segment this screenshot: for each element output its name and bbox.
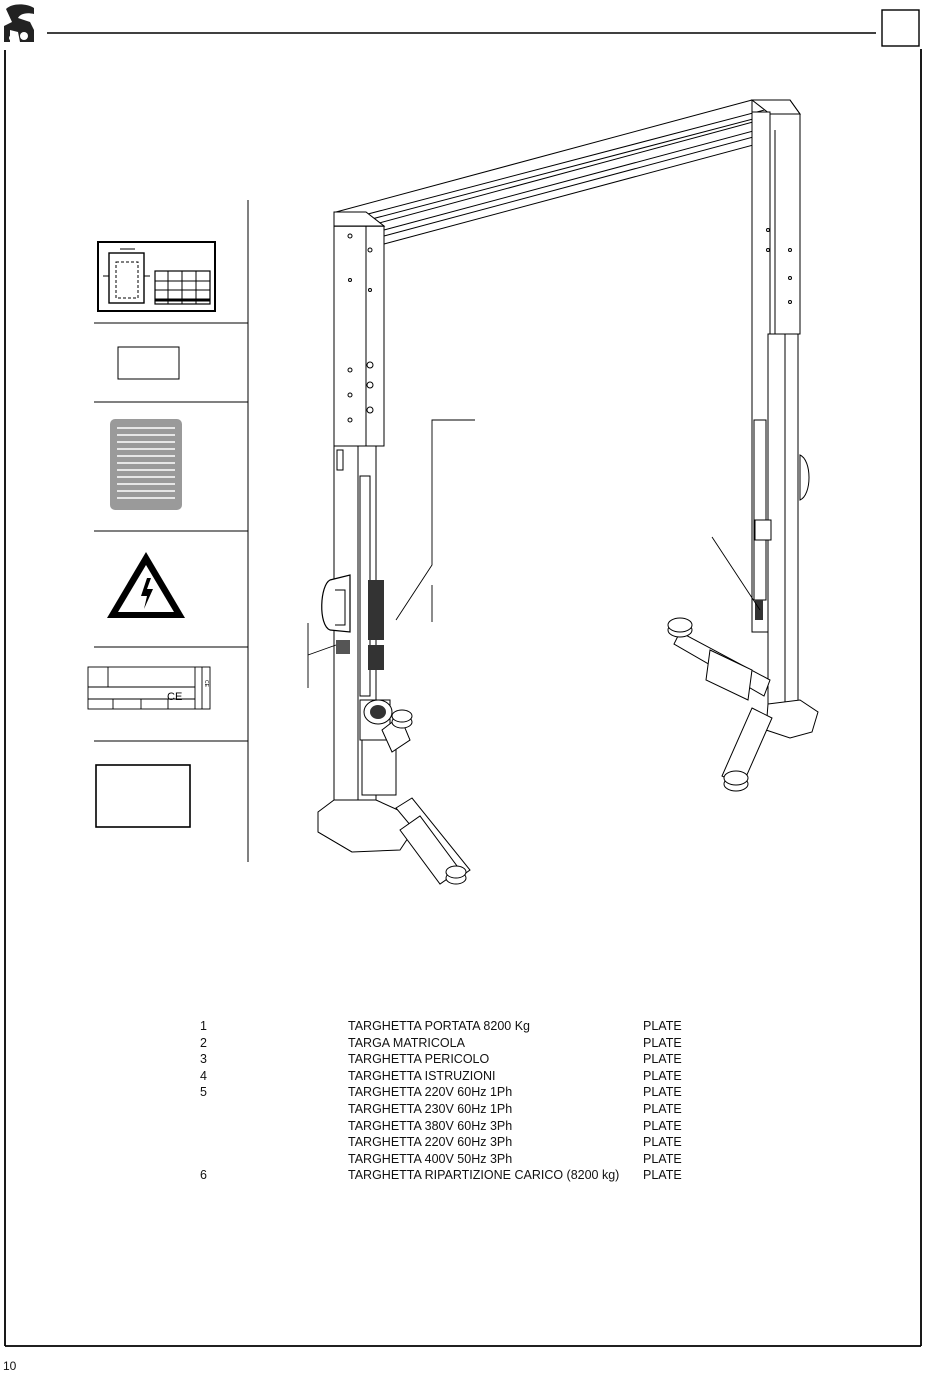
serial-plate-decal (117, 346, 180, 380)
electric-hazard-icon (107, 552, 185, 618)
svg-text:CE: CE (167, 691, 182, 703)
part-description: TARGHETTA 220V 60Hz 1Ph (348, 1085, 513, 1100)
legend-row: 5 TARGHETTA 220V 60Hz 1Ph PLATE (0, 1084, 950, 1101)
page-number: 10 (3, 1359, 17, 1373)
part-description: TARGHETTA PERICOLO (348, 1052, 490, 1067)
part-code: PLATE (643, 1068, 682, 1083)
legend-row: 2 TARGA MATRICOLA PLATE (0, 1035, 950, 1052)
part-number: 3 (200, 1052, 207, 1067)
two-post-lift-illustration (307, 99, 819, 885)
part-code: PLATE (643, 1052, 682, 1067)
part-number: 1 (200, 1019, 207, 1033)
part-description: TARGA MATRICOLA (348, 1035, 465, 1050)
part-code: PLATE (643, 1019, 682, 1033)
legend-row: 1 TARGHETTA PORTATA 8200 Kg PLATE (0, 1018, 950, 1035)
voltage-plate-decal (87, 666, 211, 710)
page-frame (4, 9, 922, 1347)
ce-mark: CE CE (167, 680, 209, 703)
part-code: PLATE (643, 1118, 682, 1133)
part-description: TARGHETTA ISTRUZIONI (348, 1068, 496, 1083)
part-description: TARGHETTA RIPARTIZIONE CARICO (8200 kg) (348, 1168, 620, 1183)
svg-text:CE: CE (203, 680, 209, 688)
part-description: TARGHETTA PORTATA 8200 Kg (348, 1019, 531, 1033)
crossbeam (335, 99, 791, 245)
part-number: 4 (200, 1068, 207, 1083)
legend-row: TARGHETTA 400V 50Hz 3Ph PLATE (0, 1151, 950, 1168)
part-code: PLATE (643, 1085, 682, 1100)
part-code: PLATE (643, 1101, 682, 1116)
capacity-plate-decal (97, 241, 216, 312)
part-code: PLATE (643, 1135, 682, 1150)
part-code: PLATE (643, 1151, 682, 1166)
part-description: TARGHETTA 380V 60Hz 3Ph (348, 1118, 513, 1133)
part-description: TARGHETTA 220V 60Hz 3Ph (348, 1135, 513, 1150)
legend-row: 6 TARGHETTA RIPARTIZIONE CARICO (8200 kg… (0, 1167, 950, 1184)
legend-row: 4 TARGHETTA ISTRUZIONI PLATE (0, 1068, 950, 1085)
legend-row: 3 TARGHETTA PERICOLO PLATE (0, 1051, 950, 1068)
part-code: PLATE (643, 1168, 682, 1183)
left-column (317, 211, 471, 885)
legend-row: TARGHETTA 220V 60Hz 3Ph PLATE (0, 1134, 950, 1151)
decal-column (94, 200, 249, 862)
part-code: PLATE (643, 1035, 682, 1050)
part-number: 6 (200, 1168, 207, 1183)
leader-lines (307, 419, 761, 688)
parts-legend: 1 TARGHETTA PORTATA 8200 Kg PLATE 2 TARG… (0, 1018, 950, 1184)
part-description: TARGHETTA 400V 50Hz 3Ph (348, 1151, 513, 1166)
instructions-decal (110, 419, 182, 510)
part-description: TARGHETTA 230V 60Hz 1Ph (348, 1101, 513, 1116)
part-number: 5 (200, 1085, 207, 1100)
right-column (667, 99, 819, 792)
legend-row: TARGHETTA 380V 60Hz 3Ph PLATE (0, 1118, 950, 1135)
load-distribution-decal (95, 764, 191, 828)
part-number: 2 (200, 1035, 207, 1050)
company-logo (4, 4, 34, 42)
legend-row: TARGHETTA 230V 60Hz 1Ph PLATE (0, 1101, 950, 1118)
